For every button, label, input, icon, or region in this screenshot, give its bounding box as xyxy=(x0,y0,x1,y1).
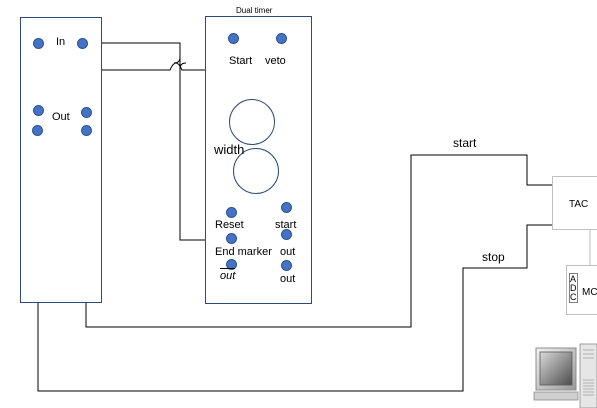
jack-start-out[interactable] xyxy=(281,202,292,213)
width-knob-upper[interactable] xyxy=(229,99,275,145)
out-label-1: out xyxy=(280,246,296,258)
adc-letters: A D C xyxy=(570,274,577,302)
wire-out-to-start xyxy=(85,37,233,113)
stop-signal-label: stop xyxy=(482,250,505,264)
desktop-computer-icon xyxy=(533,343,597,408)
jack-in-left[interactable] xyxy=(33,38,44,49)
out-label-2: out xyxy=(280,273,296,285)
out-bar-label: out xyxy=(220,268,236,282)
jack-start[interactable] xyxy=(228,33,239,44)
wire-out-to-tac-start xyxy=(85,130,552,328)
tac-box xyxy=(552,176,597,230)
start-signal-label: start xyxy=(453,136,477,150)
left-module xyxy=(20,17,102,303)
jack-in-right[interactable] xyxy=(77,38,88,49)
width-knob-lower[interactable] xyxy=(233,148,279,194)
out-bar-text: out xyxy=(220,268,236,282)
in-label: In xyxy=(56,36,66,48)
jack-veto[interactable] xyxy=(276,33,287,44)
dual-timer-title: Dual timer xyxy=(236,6,273,15)
monitor-screen xyxy=(539,351,573,386)
width-label: width xyxy=(214,142,245,157)
jack-out-right-top[interactable] xyxy=(81,107,92,118)
jack-reset[interactable] xyxy=(226,207,237,218)
jack-out-right-bottom[interactable] xyxy=(81,125,92,136)
veto-label: veto xyxy=(265,55,286,67)
jack-out-1[interactable] xyxy=(281,229,292,240)
out-label: Out xyxy=(52,111,70,123)
jack-out-2[interactable] xyxy=(281,260,292,271)
end-marker-label: End marker xyxy=(215,246,272,258)
reset-label: Reset xyxy=(215,219,244,231)
start-out-label: start xyxy=(275,219,297,231)
tower xyxy=(579,343,597,408)
tac-label: TAC xyxy=(569,199,589,210)
wire-out-to-tac-stop xyxy=(37,130,552,392)
jack-out-left-bottom[interactable] xyxy=(32,125,43,136)
start-label: Start xyxy=(229,55,253,67)
jack-end-marker-start[interactable] xyxy=(226,233,237,244)
adc-letters-box xyxy=(569,273,578,303)
jack-out-left-top[interactable] xyxy=(33,105,44,116)
jack-out-bar[interactable] xyxy=(226,259,237,270)
mc-label: MC xyxy=(582,287,597,298)
monitor-stand xyxy=(533,391,579,401)
